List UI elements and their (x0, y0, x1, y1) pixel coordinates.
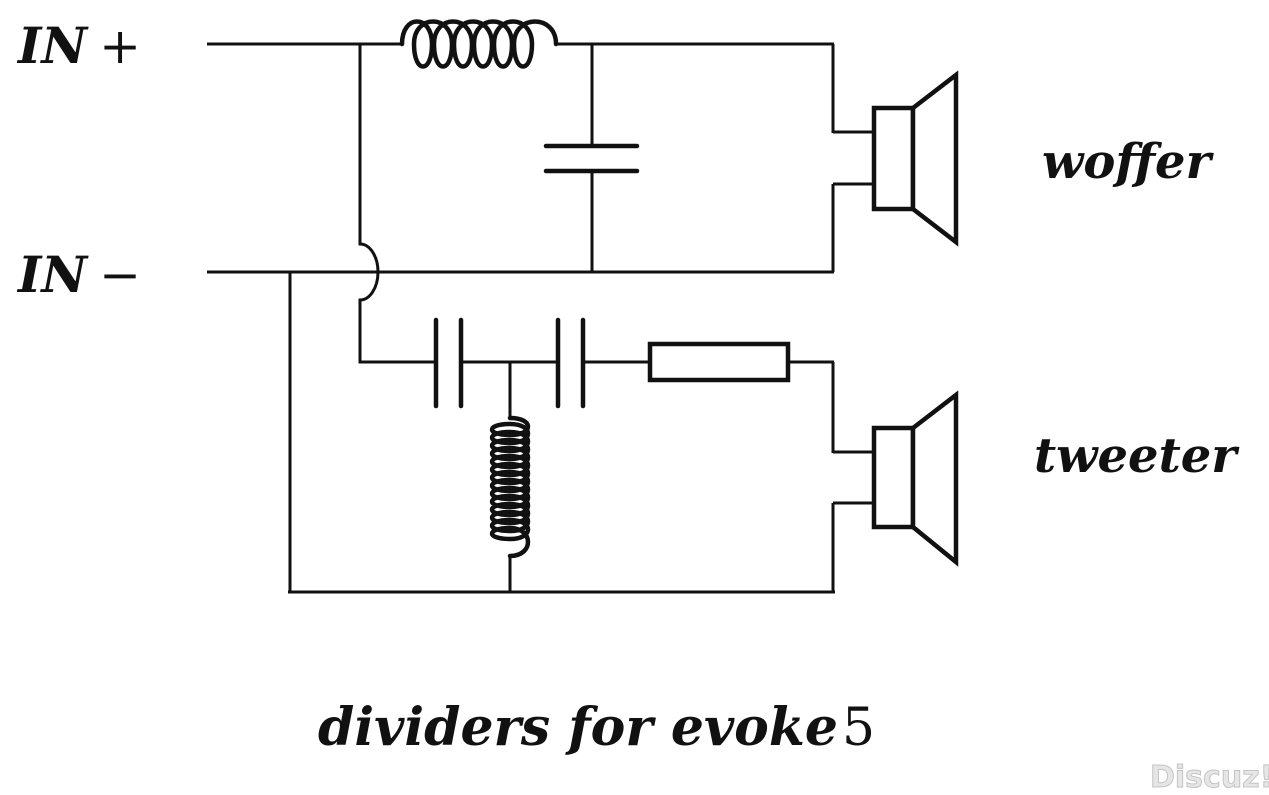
speaker-icon (871, 390, 959, 567)
woofer-branch (207, 19, 874, 274)
woofer-label: woffer (1042, 134, 1215, 190)
speaker-icon (871, 70, 959, 247)
diagram-caption: dividers for evoke 5 (318, 697, 875, 758)
tweeter-label: tweeter (1034, 428, 1240, 484)
input-minus-label: IN − (16, 245, 141, 304)
woofer-series-inductor (399, 19, 559, 69)
tweeter-branch (288, 272, 874, 594)
input-plus-label: IN + (16, 16, 141, 75)
tweeter-feed-wire (358, 44, 436, 364)
tweeter-resistor (647, 341, 791, 383)
tweeter-shunt-inductor (489, 415, 531, 559)
watermark-text: Discuz! (1150, 760, 1269, 795)
